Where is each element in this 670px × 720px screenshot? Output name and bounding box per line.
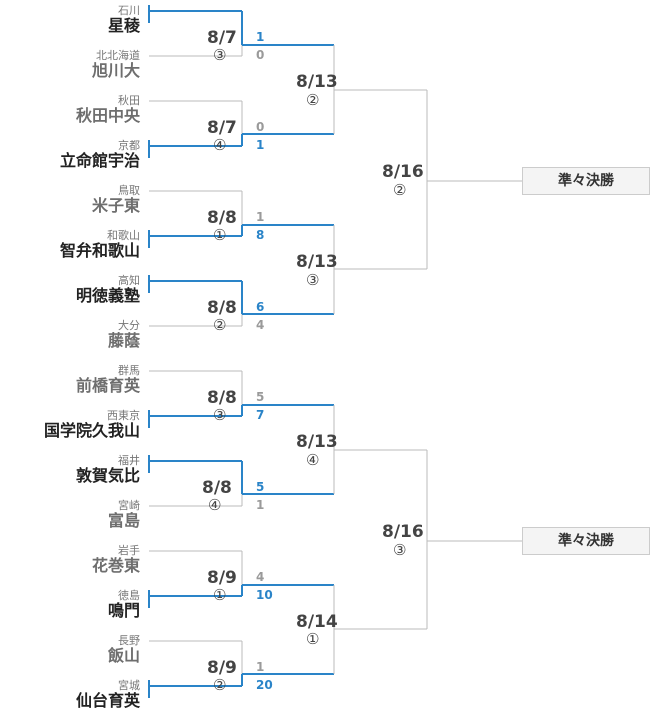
team-entry: 大分 藤蔭 — [108, 319, 140, 350]
team-name: 秋田中央 — [75, 106, 140, 125]
team-name: 星稜 — [107, 16, 140, 35]
team-entry: 石川 星稜 — [108, 4, 140, 35]
team-entry: 和歌山 智弁和歌山 — [60, 229, 140, 260]
match-score: 5 — [256, 480, 265, 494]
match-date: 8/14 — [296, 612, 338, 632]
team-entry: 福井 敦賀気比 — [76, 454, 140, 485]
team-prefecture: 石川 — [118, 4, 140, 17]
team-prefecture: 鳥取 — [118, 184, 140, 197]
match-round-number: ① — [306, 630, 320, 648]
team-prefecture: 大分 — [118, 319, 140, 332]
match-date: 8/16 — [382, 522, 424, 542]
match-score: 6 — [256, 300, 265, 314]
match-score: 0 — [256, 48, 265, 62]
team-entry: 宮崎 富島 — [108, 499, 140, 530]
match-score: 1 — [256, 660, 265, 674]
quarterfinal-label-box: 準々決勝 — [522, 167, 650, 195]
team-entry: 西東京 国学院久我山 — [44, 409, 140, 440]
team-prefecture: 西東京 — [107, 409, 140, 422]
match-round-number: ② — [393, 181, 407, 199]
match-date: 8/16 — [382, 162, 424, 182]
team-name: 前橋育英 — [75, 376, 140, 395]
match-date: 8/7 — [207, 28, 237, 48]
team-prefecture: 福井 — [118, 454, 140, 467]
match-round-number: ② — [213, 316, 227, 334]
match-score: 1 — [256, 138, 265, 152]
team-name: 鳴門 — [107, 601, 140, 620]
match-date: 8/8 — [207, 388, 237, 408]
match-round-number: ④ — [213, 136, 227, 154]
team-name: 花巻東 — [91, 556, 140, 575]
team-entry: 秋田 秋田中央 — [76, 94, 140, 125]
team-prefecture: 群馬 — [118, 364, 140, 377]
team-entry: 群馬 前橋育英 — [76, 364, 140, 395]
match-score: 20 — [256, 678, 273, 692]
match-date: 8/8 — [207, 208, 237, 228]
team-name: 米子東 — [91, 196, 140, 215]
team-name: 飯山 — [107, 646, 140, 665]
match-score: 10 — [256, 588, 273, 602]
match-score: 4 — [256, 318, 265, 332]
match-score: 7 — [256, 408, 265, 422]
match-score: 0 — [256, 120, 265, 134]
team-entry: 高知 明徳義塾 — [76, 274, 140, 305]
quarterfinal-label-box: 準々決勝 — [522, 527, 650, 555]
match-round-number: ④ — [306, 451, 320, 469]
team-prefecture: 高知 — [118, 274, 140, 287]
team-prefecture: 徳島 — [118, 589, 140, 602]
team-name: 藤蔭 — [107, 331, 140, 350]
team-entry: 京都 立命館宇治 — [60, 139, 140, 170]
team-prefecture: 秋田 — [118, 94, 140, 107]
team-name: 旭川大 — [91, 61, 140, 80]
team-prefecture: 宮崎 — [118, 499, 140, 512]
team-name: 仙台育英 — [75, 691, 140, 710]
match-score: 1 — [256, 498, 265, 512]
match-date: 8/8 — [202, 478, 232, 498]
team-name: 敦賀気比 — [75, 466, 140, 485]
match-date: 8/9 — [207, 568, 237, 588]
match-score: 4 — [256, 570, 265, 584]
team-prefecture: 宮城 — [118, 679, 140, 692]
team-prefecture: 北北海道 — [96, 49, 140, 62]
team-entry: 徳島 鳴門 — [108, 589, 140, 620]
team-name: 智弁和歌山 — [59, 241, 140, 260]
match-round-number: ③ — [213, 46, 227, 64]
team-prefecture: 京都 — [118, 139, 140, 152]
match-score: 8 — [256, 228, 265, 242]
team-entry: 長野 飯山 — [108, 634, 140, 665]
team-entry: 北北海道 旭川大 — [92, 49, 140, 80]
team-prefecture: 長野 — [118, 634, 140, 647]
match-round-number: ② — [306, 91, 320, 109]
match-round-number: ③ — [393, 541, 407, 559]
match-round-number: ③ — [213, 406, 227, 424]
team-prefecture: 和歌山 — [107, 229, 140, 242]
match-date: 8/13 — [296, 72, 338, 92]
match-round-number: ② — [213, 676, 227, 694]
team-entry: 宮城 仙台育英 — [76, 679, 140, 710]
match-round-number: ③ — [306, 271, 320, 289]
match-date: 8/9 — [207, 658, 237, 678]
team-name: 立命館宇治 — [59, 151, 140, 170]
match-round-number: ① — [213, 226, 227, 244]
match-date: 8/8 — [207, 298, 237, 318]
team-prefecture: 岩手 — [118, 544, 140, 557]
match-round-number: ① — [213, 586, 227, 604]
match-date: 8/7 — [207, 118, 237, 138]
match-score: 1 — [256, 210, 265, 224]
team-name: 富島 — [107, 511, 140, 530]
match-score: 5 — [256, 390, 265, 404]
match-date: 8/13 — [296, 432, 338, 452]
match-date: 8/13 — [296, 252, 338, 272]
team-entry: 鳥取 米子東 — [92, 184, 140, 215]
team-name: 国学院久我山 — [43, 421, 140, 440]
team-entry: 岩手 花巻東 — [92, 544, 140, 575]
match-score: 1 — [256, 30, 265, 44]
match-round-number: ④ — [208, 496, 222, 514]
team-name: 明徳義塾 — [75, 286, 140, 305]
